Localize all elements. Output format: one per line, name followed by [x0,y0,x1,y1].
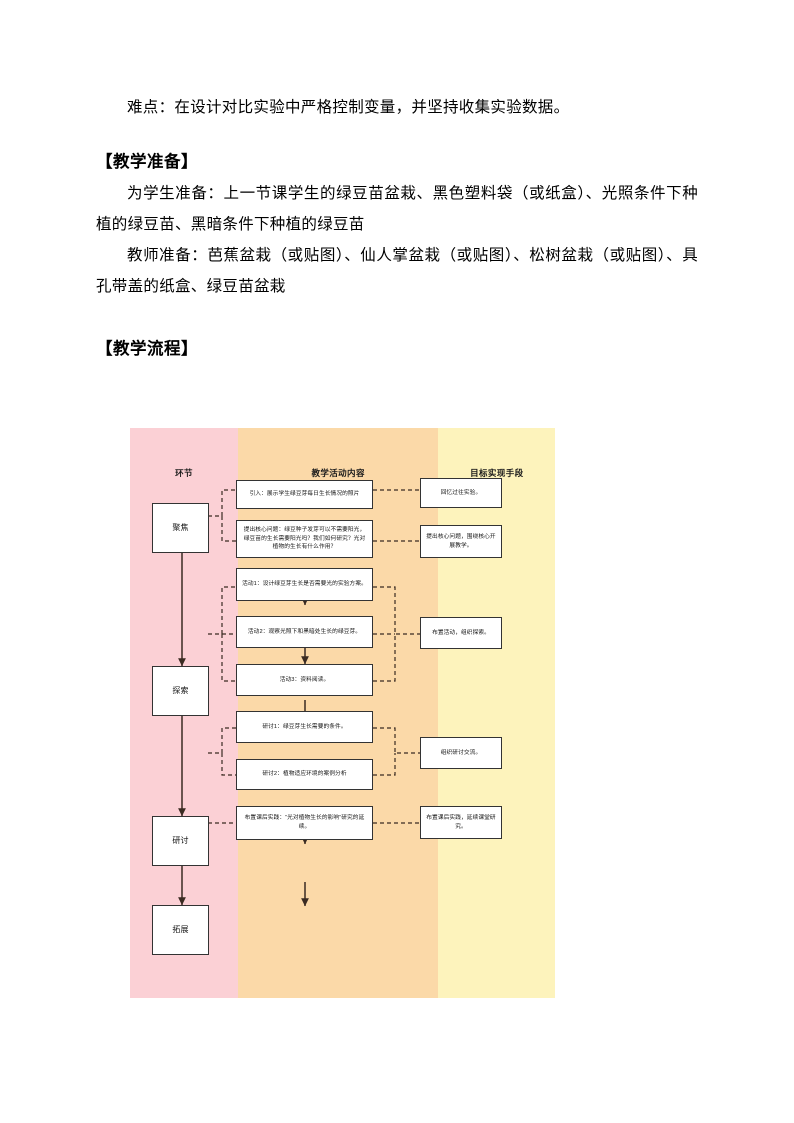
activity-box-activity-1[interactable]: 活动1：设计绿豆芽生长是否需要光的实验方案。 [236,568,373,601]
activity-box-activity-3[interactable]: 活动3：资料阅读。 [236,664,373,696]
goal-box-extend-homework[interactable]: 布置课后实践，延续课堂研究。 [420,806,502,839]
column-header-content: 教学活动内容 [311,468,365,478]
stage-box-explore[interactable]: 探索 [152,666,209,716]
document-body: 难点：在设计对比实验中严格控制变量，并坚持收集实验数据。 【教学准备】 为学生准… [96,92,698,366]
stage-box-focus[interactable]: 聚焦 [152,503,209,553]
band-padding [555,428,590,998]
band-goal [438,428,556,998]
stage-box-extend[interactable]: 拓展 [152,905,209,955]
activity-box-discussion-2[interactable]: 研讨2：植物适应环境的案例分析 [236,759,373,790]
section-heading-teaching-flow: 【教学流程】 [96,340,198,359]
activity-box-discussion-1[interactable]: 研讨1：绿豆芽生长需要的条件。 [236,711,373,743]
prep-paragraph-teacher: 教师准备：芭蕉盆栽（或贴图）、仙人掌盆栽（或贴图）、松树盆栽（或贴图）、具孔带盖… [96,247,698,296]
activity-box-homework[interactable]: 布置课后实践：“光对植物生长的影响”研究的延续。 [236,806,373,840]
stage-box-discuss[interactable]: 研讨 [152,816,209,866]
teaching-flow-diagram: 环节 教学活动内容 目标实现手段 [130,428,590,998]
goal-box-organize-exploration[interactable]: 布置活动，组织探索。 [420,617,502,649]
intro-paragraph: 难点：在设计对比实验中严格控制变量，并坚持收集实验数据。 [127,99,570,116]
column-header-stage: 环节 [175,468,193,478]
activity-box-activity-2[interactable]: 活动2：观察光照下和黑暗处生长的绿豆芽。 [236,616,373,648]
activity-box-intro[interactable]: 引入：展示学生绿豆芽每日生长情况的照片 [236,480,373,509]
activity-box-core-question[interactable]: 提出核心问题：绿豆种子发芽可以不需要阳光，绿豆苗的生长需要阳光吗？我们如何研究？… [236,520,373,558]
goal-box-raise-core-question[interactable]: 提出核心问题，围绕核心开展教学。 [420,525,502,558]
goal-box-recall-experiment[interactable]: 回忆过往实验。 [420,478,502,508]
prep-paragraph-students: 为学生准备：上一节课学生的绿豆苗盆栽、黑色塑料袋（或纸盒）、光照条件下种植的绿豆… [96,185,698,234]
section-heading-teaching-prep: 【教学准备】 [96,153,198,171]
goal-box-organize-discussion[interactable]: 组织研讨交流。 [420,737,502,769]
column-header-goal: 目标实现手段 [470,468,524,478]
